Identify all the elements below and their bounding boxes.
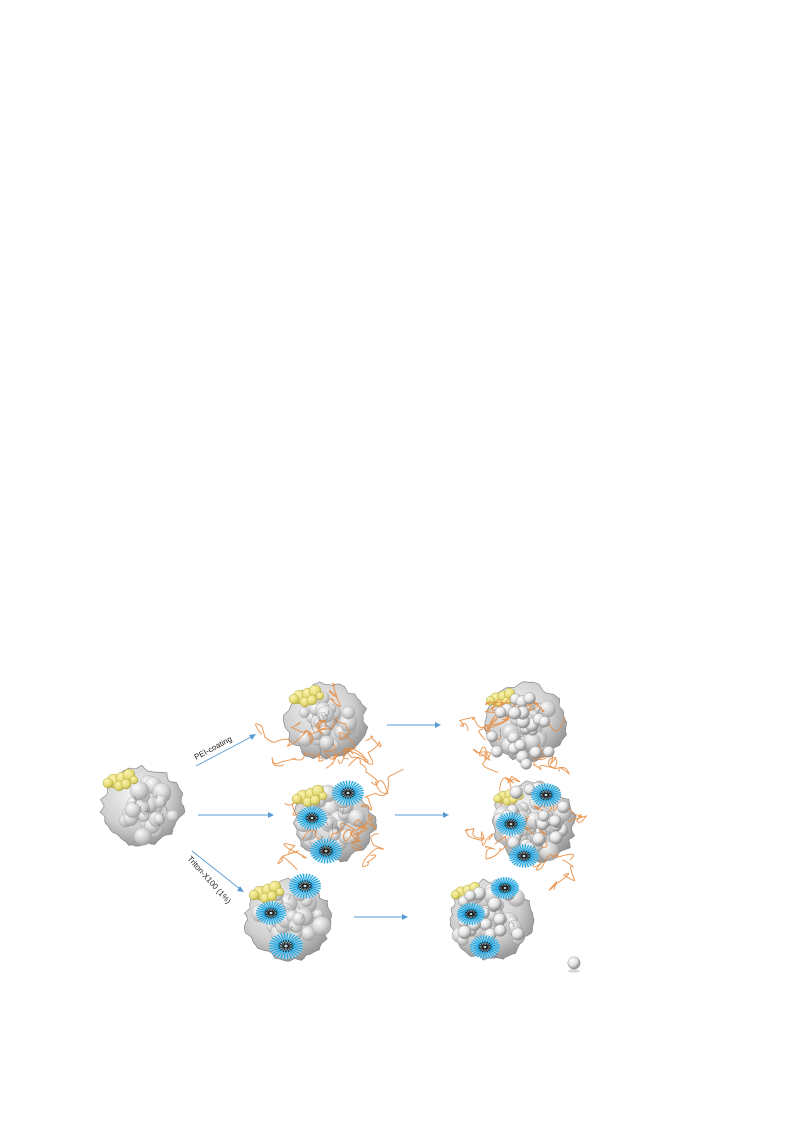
- triton-micelle-2: [256, 901, 286, 925]
- arrow-to-pei-triton: [198, 812, 274, 818]
- triton-np-micelle-1: [491, 877, 519, 899]
- triton-micelle-3: [269, 932, 303, 960]
- triton-micelle-1: [289, 873, 321, 899]
- pei-triton-np-micelle-3: [509, 844, 539, 868]
- arrow-row3-to-nanoparticles: [354, 914, 408, 920]
- pei-triton-active-site: [291, 784, 328, 808]
- pei-coated-active-site: [288, 684, 325, 708]
- triton-active-site: [248, 880, 285, 904]
- arrow-to-pei-coating: [195, 734, 256, 767]
- triton-label: Triton-X100 (1%): [186, 854, 233, 905]
- pei-np-nanoparticles: [486, 692, 555, 770]
- pei-coating-strands: [255, 682, 382, 769]
- arrows: [191, 722, 449, 920]
- triton-np-micelle-3: [470, 935, 500, 959]
- pei-triton-np-micelle-2: [496, 812, 526, 836]
- proteins-layer: [99, 681, 588, 962]
- arrow-row1-to-nanoparticles: [387, 722, 441, 728]
- pei-triton-micelle-3: [310, 838, 342, 864]
- triton-np-micelle-2: [457, 903, 485, 925]
- pei-triton-micelle-2: [297, 806, 327, 830]
- pei-coating-label: PEI-coating: [193, 734, 234, 761]
- free-enzyme-active-site: [102, 768, 139, 792]
- arrow-row2-to-nanoparticles: [395, 812, 449, 818]
- pei-triton-micelle-1: [332, 780, 364, 806]
- nanoparticle-sphere-icon: [567, 956, 581, 973]
- pei-triton-np-micelle-1: [531, 783, 561, 807]
- arrow-to-triton: [191, 850, 244, 892]
